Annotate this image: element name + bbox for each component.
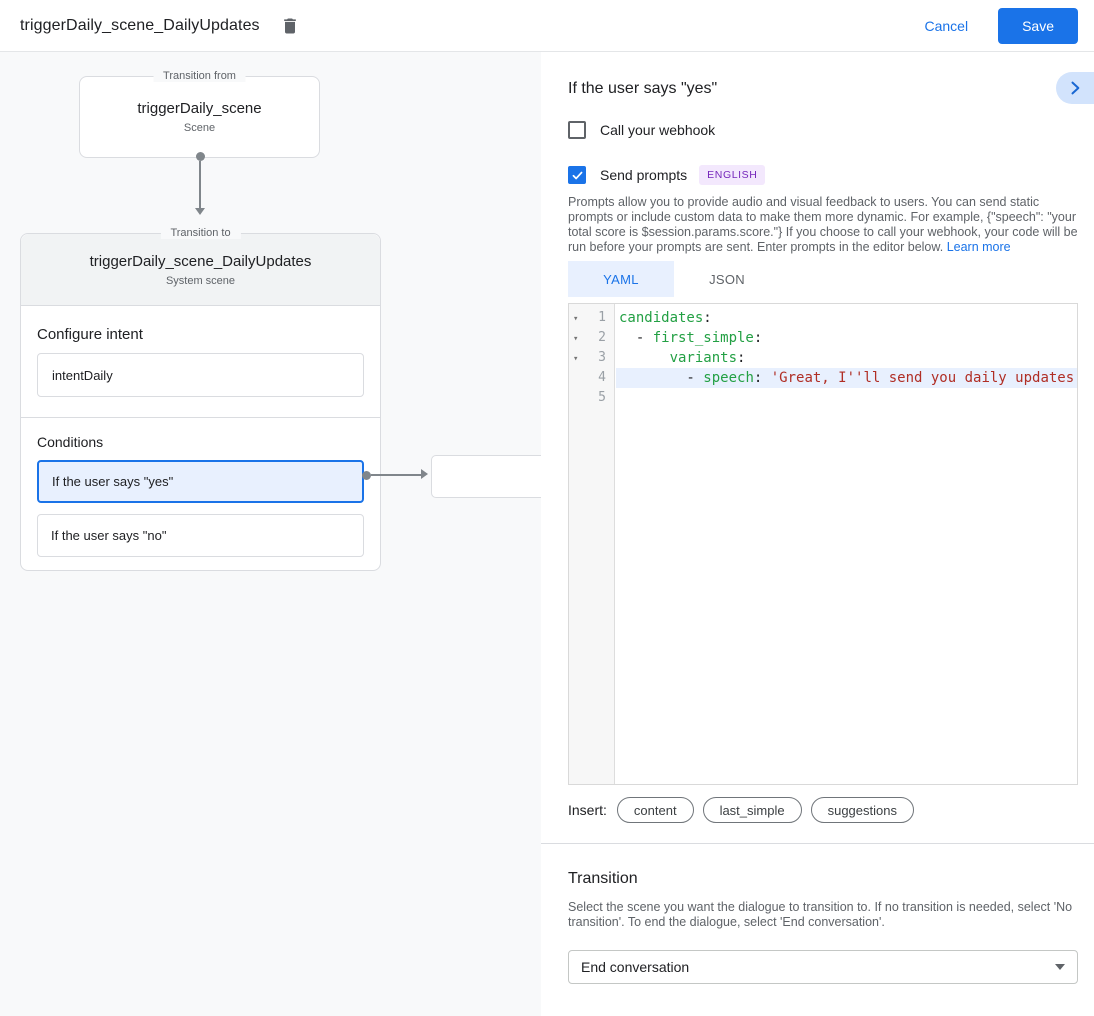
- scene-card-header[interactable]: Transition to triggerDaily_scene_DailyUp…: [21, 227, 380, 306]
- scene-diagram-panel: Transition from triggerDaily_scene Scene…: [0, 52, 541, 1016]
- insert-label: Insert:: [568, 802, 607, 818]
- code-line[interactable]: ▾2 - first_simple:: [569, 328, 1077, 348]
- fold-arrow-icon[interactable]: ▾: [573, 334, 579, 344]
- line-number: 4: [598, 370, 606, 385]
- conditions-list: If the user says "yes" If the user says "…: [37, 460, 364, 557]
- send-prompts-row: Send prompts ENGLISH: [568, 165, 1078, 185]
- from-node-title: triggerDaily_scene: [137, 100, 262, 117]
- condition-item[interactable]: If the user says "yes": [37, 460, 364, 503]
- line-number: ▾2: [569, 328, 616, 348]
- intent-field[interactable]: intentDaily: [37, 353, 364, 397]
- transition-dropdown-value: End conversation: [581, 959, 690, 975]
- trash-icon: [280, 16, 300, 36]
- editor-gutter: [569, 304, 615, 784]
- insert-pill-suggestions[interactable]: suggestions: [810, 797, 914, 823]
- insert-pill-content[interactable]: content: [616, 797, 694, 823]
- line-number: ▾1: [569, 308, 616, 328]
- section-divider: [541, 843, 1094, 844]
- webhook-row: Call your webhook: [568, 121, 1078, 139]
- connector-line-horizontal: [371, 474, 421, 476]
- tab-yaml[interactable]: YAML: [568, 261, 674, 297]
- line-number: 5: [598, 390, 606, 405]
- card-section-divider: [21, 417, 380, 418]
- scene-card-body: Configure intent intentDaily Conditions …: [21, 326, 380, 557]
- next-scene-node[interactable]: [431, 455, 541, 498]
- send-prompts-checkbox[interactable]: [568, 166, 586, 184]
- code-line[interactable]: 5: [569, 388, 1077, 408]
- connector-dot-top: [196, 152, 205, 161]
- learn-more-link[interactable]: Learn more: [946, 240, 1011, 254]
- insert-pills: content last_simple suggestions: [616, 797, 923, 823]
- fold-arrow-icon[interactable]: ▾: [573, 354, 579, 364]
- connector-line-vertical: [199, 161, 201, 208]
- from-node-subtitle: Scene: [183, 122, 216, 134]
- arrow-right-icon: [421, 469, 428, 479]
- call-webhook-label: Call your webhook: [600, 122, 716, 138]
- code-line[interactable]: 4 - speech: 'Great, I''ll send you daily…: [569, 368, 1077, 388]
- call-webhook-checkbox[interactable]: [568, 121, 586, 139]
- save-button[interactable]: Save: [998, 7, 1078, 44]
- transition-from-node[interactable]: Transition from triggerDaily_scene Scene: [79, 70, 320, 158]
- arrow-down-icon: [195, 208, 205, 215]
- conditions-heading: Conditions: [37, 434, 104, 450]
- main-area: Transition from triggerDaily_scene Scene…: [0, 52, 1094, 1016]
- transition-to-card: Transition to triggerDaily_scene_DailyUp…: [20, 227, 381, 571]
- insert-row: Insert: content last_simple suggestions: [568, 797, 1078, 823]
- top-bar: triggerDaily_scene_DailyUpdates Cancel S…: [0, 0, 1094, 52]
- transition-description: Select the scene you want the dialogue t…: [568, 900, 1073, 929]
- prompts-description-text: Prompts allow you to provide audio and v…: [568, 195, 1078, 254]
- line-number: ▾3: [569, 348, 616, 368]
- condition-detail-panel: If the user says "yes" Call your webhook…: [541, 52, 1094, 1016]
- cancel-button[interactable]: Cancel: [924, 17, 969, 34]
- condition-title: If the user says "yes": [568, 80, 718, 97]
- to-node-subtitle: System scene: [165, 274, 236, 287]
- condition-item[interactable]: If the user says "no": [37, 514, 364, 557]
- tab-json[interactable]: JSON: [709, 271, 745, 287]
- transition-to-legend: Transition to: [160, 227, 241, 239]
- prompts-description: Prompts allow you to provide audio and v…: [568, 195, 1078, 255]
- editor-tabs: YAML JSON: [568, 261, 1078, 297]
- transition-from-legend: Transition from: [153, 70, 246, 82]
- send-prompts-label: Send prompts: [600, 167, 688, 183]
- dropdown-caret-icon: [1055, 964, 1065, 970]
- to-node-title: triggerDaily_scene_DailyUpdates: [89, 252, 312, 270]
- transition-heading: Transition: [568, 870, 638, 887]
- configure-intent-heading: Configure intent: [37, 326, 143, 343]
- delete-button[interactable]: [280, 16, 300, 36]
- page-title: triggerDaily_scene_DailyUpdates: [20, 16, 260, 34]
- transition-dropdown[interactable]: End conversation: [568, 950, 1078, 984]
- collapse-panel-button[interactable]: [1056, 72, 1094, 104]
- code-line[interactable]: ▾3 variants:: [569, 348, 1077, 368]
- chevron-right-icon: [1065, 78, 1085, 98]
- insert-pill-last_simple[interactable]: last_simple: [702, 797, 802, 823]
- connector-dot-condition: [362, 471, 371, 480]
- language-badge: ENGLISH: [699, 165, 766, 185]
- fold-arrow-icon[interactable]: ▾: [573, 314, 579, 324]
